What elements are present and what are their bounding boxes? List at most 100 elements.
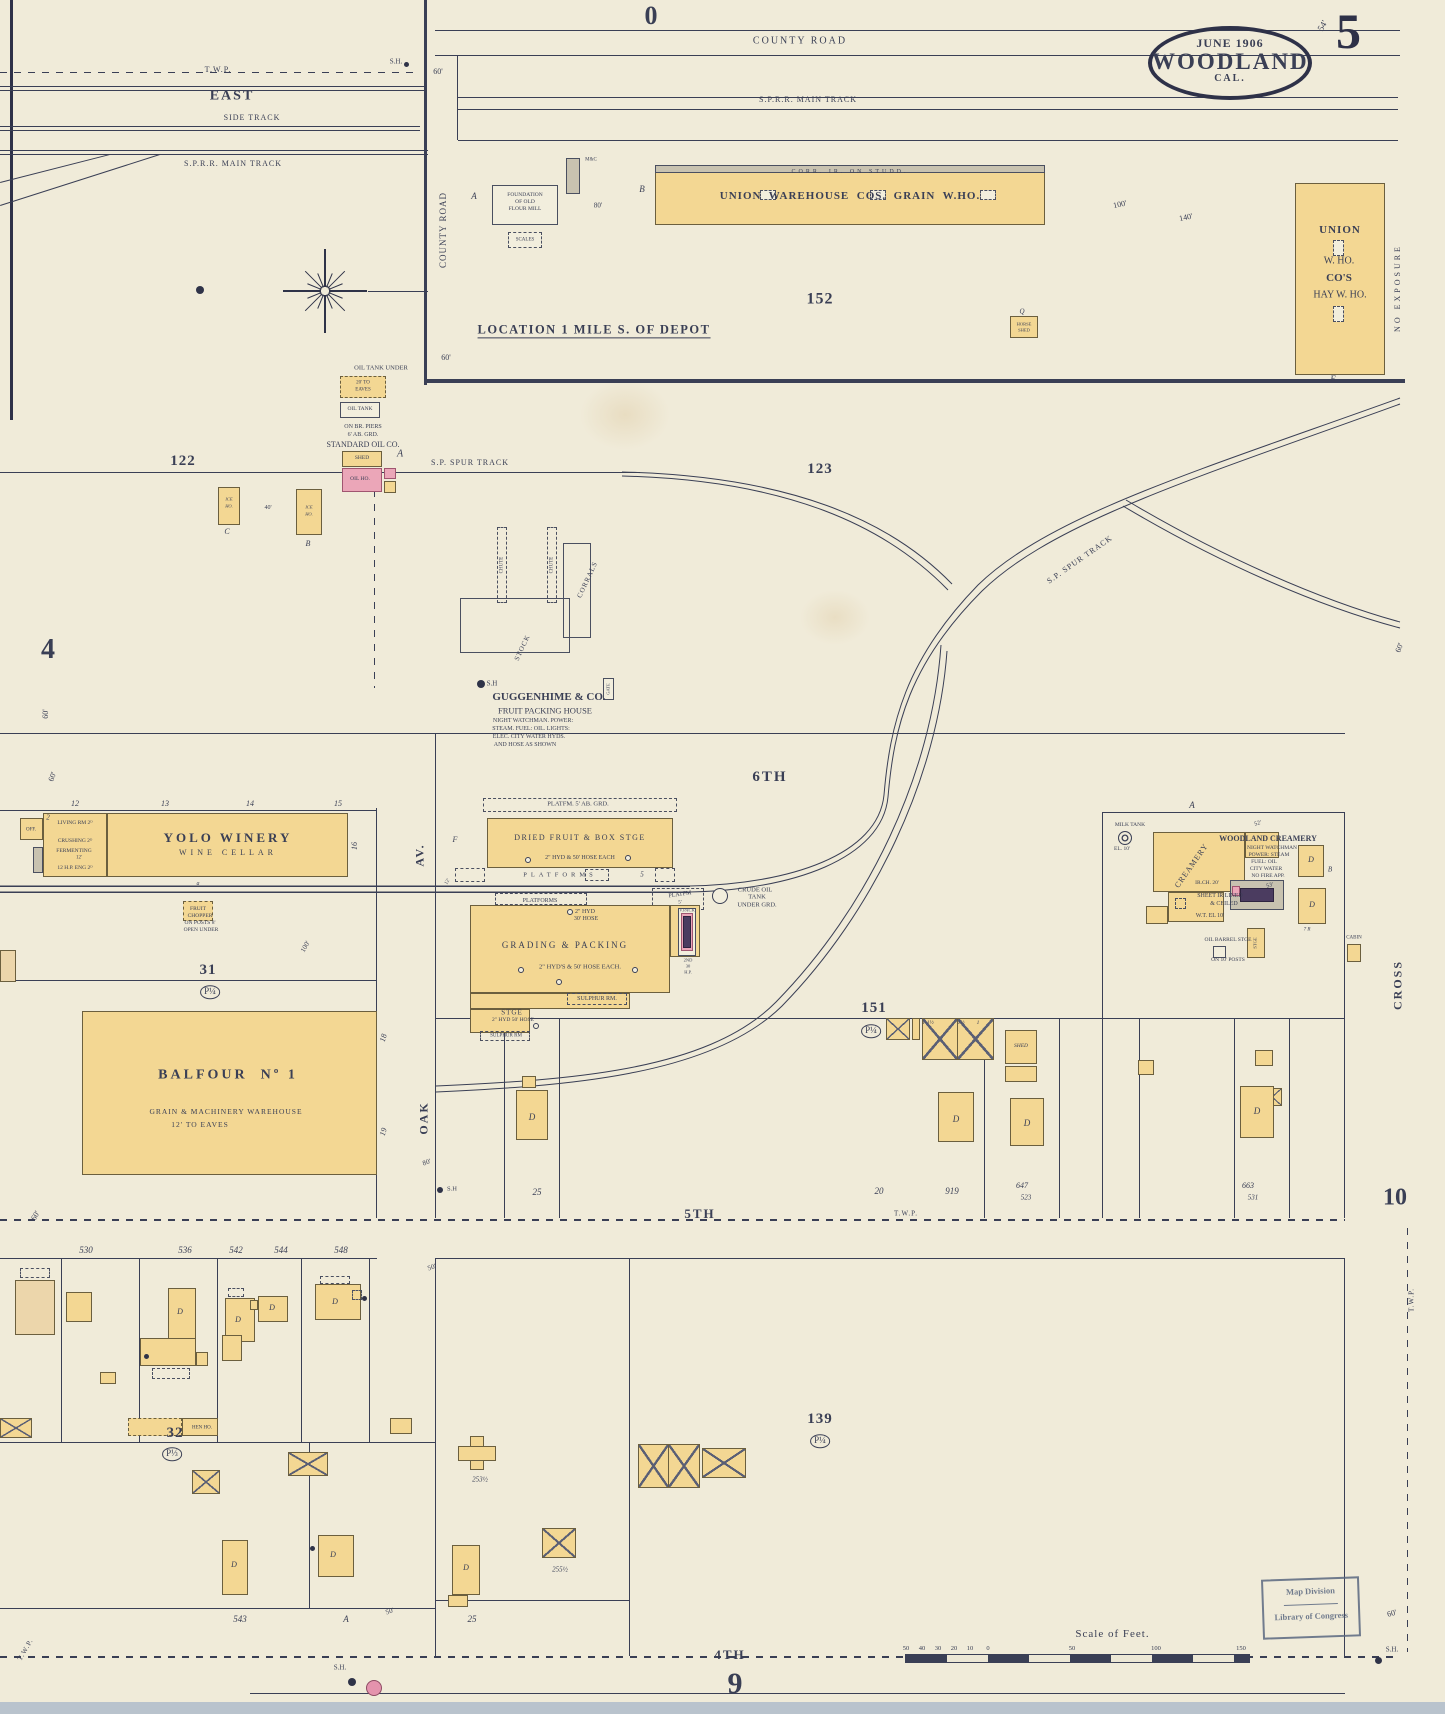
dwelling bbox=[168, 1288, 196, 1340]
map-label: ICE bbox=[225, 496, 233, 502]
block-number-151: 151 bbox=[861, 1000, 887, 1017]
map-label: OIL TANK UNDER bbox=[354, 364, 408, 372]
map-label: 253½ bbox=[472, 1475, 488, 1484]
map-label: S.H. bbox=[389, 57, 403, 66]
platform bbox=[455, 868, 485, 882]
map-label: WINE CELLAR bbox=[179, 847, 277, 857]
shed bbox=[912, 1018, 920, 1040]
street-oak-av: AV. bbox=[412, 843, 427, 867]
map-label: UNION bbox=[1319, 224, 1361, 237]
map-line bbox=[368, 291, 428, 292]
sh-marker bbox=[403, 61, 409, 67]
map-label: 40' bbox=[264, 504, 272, 511]
barn-cross-brace bbox=[958, 1019, 993, 1059]
map-label: 548 bbox=[334, 1245, 348, 1256]
skylight bbox=[1175, 898, 1186, 909]
map-label: 19 bbox=[377, 1126, 389, 1137]
map-line bbox=[0, 892, 690, 893]
map-label: M&C bbox=[585, 157, 597, 163]
dwelling bbox=[1010, 1098, 1044, 1146]
map-label: S.H. bbox=[1385, 1645, 1399, 1654]
compass-rose-spoke bbox=[304, 293, 323, 312]
map-label: A bbox=[1189, 800, 1195, 811]
dwelling bbox=[452, 1545, 480, 1595]
map-label: PLATFM. 5' AB. GRD. bbox=[547, 800, 609, 808]
compass-rose-spoke bbox=[327, 293, 346, 312]
map-line bbox=[436, 1600, 630, 1601]
dwelling-wing bbox=[448, 1595, 468, 1607]
map-label: D bbox=[332, 1296, 338, 1306]
map-label: FOUNDATION bbox=[507, 192, 543, 199]
map-label: HEN HO. bbox=[192, 1425, 212, 1431]
map-label: OF OLD bbox=[515, 199, 535, 206]
street-4th: 4TH bbox=[714, 1647, 746, 1663]
map-label: B bbox=[1327, 865, 1333, 874]
map-label: a bbox=[196, 880, 200, 887]
map-line bbox=[0, 150, 428, 151]
map-line bbox=[1103, 812, 1345, 813]
map-line bbox=[0, 154, 110, 183]
small-building bbox=[0, 950, 16, 982]
hydrant bbox=[518, 967, 524, 973]
map-label: 18 bbox=[377, 1032, 389, 1043]
stock-corral bbox=[460, 598, 570, 653]
scale-tick: 20 bbox=[950, 1645, 958, 1652]
map-label: CRUSHING 2ᴰ bbox=[57, 838, 93, 845]
barn bbox=[288, 1452, 328, 1476]
map-label: NO FIRE APP. bbox=[1251, 873, 1285, 880]
map-label: 663 bbox=[1242, 1180, 1254, 1190]
map-label: 7 R bbox=[1303, 927, 1311, 933]
map-label: SHED bbox=[1018, 327, 1030, 333]
outbuilding bbox=[390, 1418, 412, 1434]
barn bbox=[886, 1018, 910, 1040]
map-label: Q bbox=[1019, 307, 1025, 316]
map-date: JUNE 1906 bbox=[1196, 36, 1264, 50]
map-label: HO. bbox=[305, 511, 313, 517]
horse-shed bbox=[1010, 316, 1038, 338]
map-label: POWER: STEAM bbox=[1248, 852, 1290, 859]
hydrant bbox=[556, 979, 562, 985]
skylight bbox=[870, 190, 886, 200]
map-label: SHED bbox=[1013, 1043, 1029, 1050]
outbuilding bbox=[250, 1300, 258, 1310]
hydrant bbox=[625, 855, 631, 861]
map-label: CHOPPER bbox=[187, 913, 213, 920]
compass-rose-spoke bbox=[328, 292, 343, 299]
map-line bbox=[61, 1258, 62, 1442]
scale-title: Scale of Feet. bbox=[1075, 1628, 1150, 1640]
map-line bbox=[0, 154, 428, 155]
map-line bbox=[629, 1258, 630, 1656]
map-line bbox=[1059, 1018, 1060, 1218]
scale-tick: 10 bbox=[966, 1645, 974, 1652]
map-line bbox=[0, 126, 420, 127]
map-label: F bbox=[452, 834, 458, 844]
map-label: D bbox=[235, 1314, 241, 1324]
hydrant bbox=[525, 857, 531, 863]
block-number-31: 31 bbox=[199, 962, 217, 979]
adjacent-sheet-bottom: 9 bbox=[727, 1667, 743, 1701]
map-line bbox=[374, 490, 375, 688]
map-label: A bbox=[471, 191, 477, 202]
map-label: NIGHT WATCHMAN bbox=[1246, 845, 1298, 852]
sh-marker bbox=[348, 1678, 356, 1686]
map-label: A bbox=[343, 1614, 349, 1625]
tank bbox=[683, 916, 691, 948]
map-label: D bbox=[231, 1559, 237, 1569]
compass-rose-spoke bbox=[307, 292, 322, 299]
map-label: 1-1½ bbox=[922, 1020, 934, 1027]
railroad-track bbox=[621, 471, 953, 585]
creamery-building bbox=[1168, 892, 1224, 922]
dwelling bbox=[516, 1090, 548, 1140]
fruit-chopper bbox=[183, 901, 213, 921]
scale-tick: 30 bbox=[934, 1645, 942, 1652]
map-label: LIVING RM 2ᴰ bbox=[57, 820, 93, 827]
map-label: SULPHUR RM. bbox=[577, 995, 617, 1002]
map-label: D bbox=[330, 1549, 336, 1559]
map-label: D bbox=[1308, 854, 1314, 864]
map-label: P¼ bbox=[861, 1024, 881, 1038]
map-label: T.W.P. bbox=[15, 1637, 35, 1663]
map-label: PLATFORMS bbox=[523, 871, 597, 879]
map-label: E bbox=[1330, 374, 1336, 385]
map-label: PLATFORMS bbox=[522, 897, 558, 904]
skylight bbox=[1333, 306, 1344, 322]
